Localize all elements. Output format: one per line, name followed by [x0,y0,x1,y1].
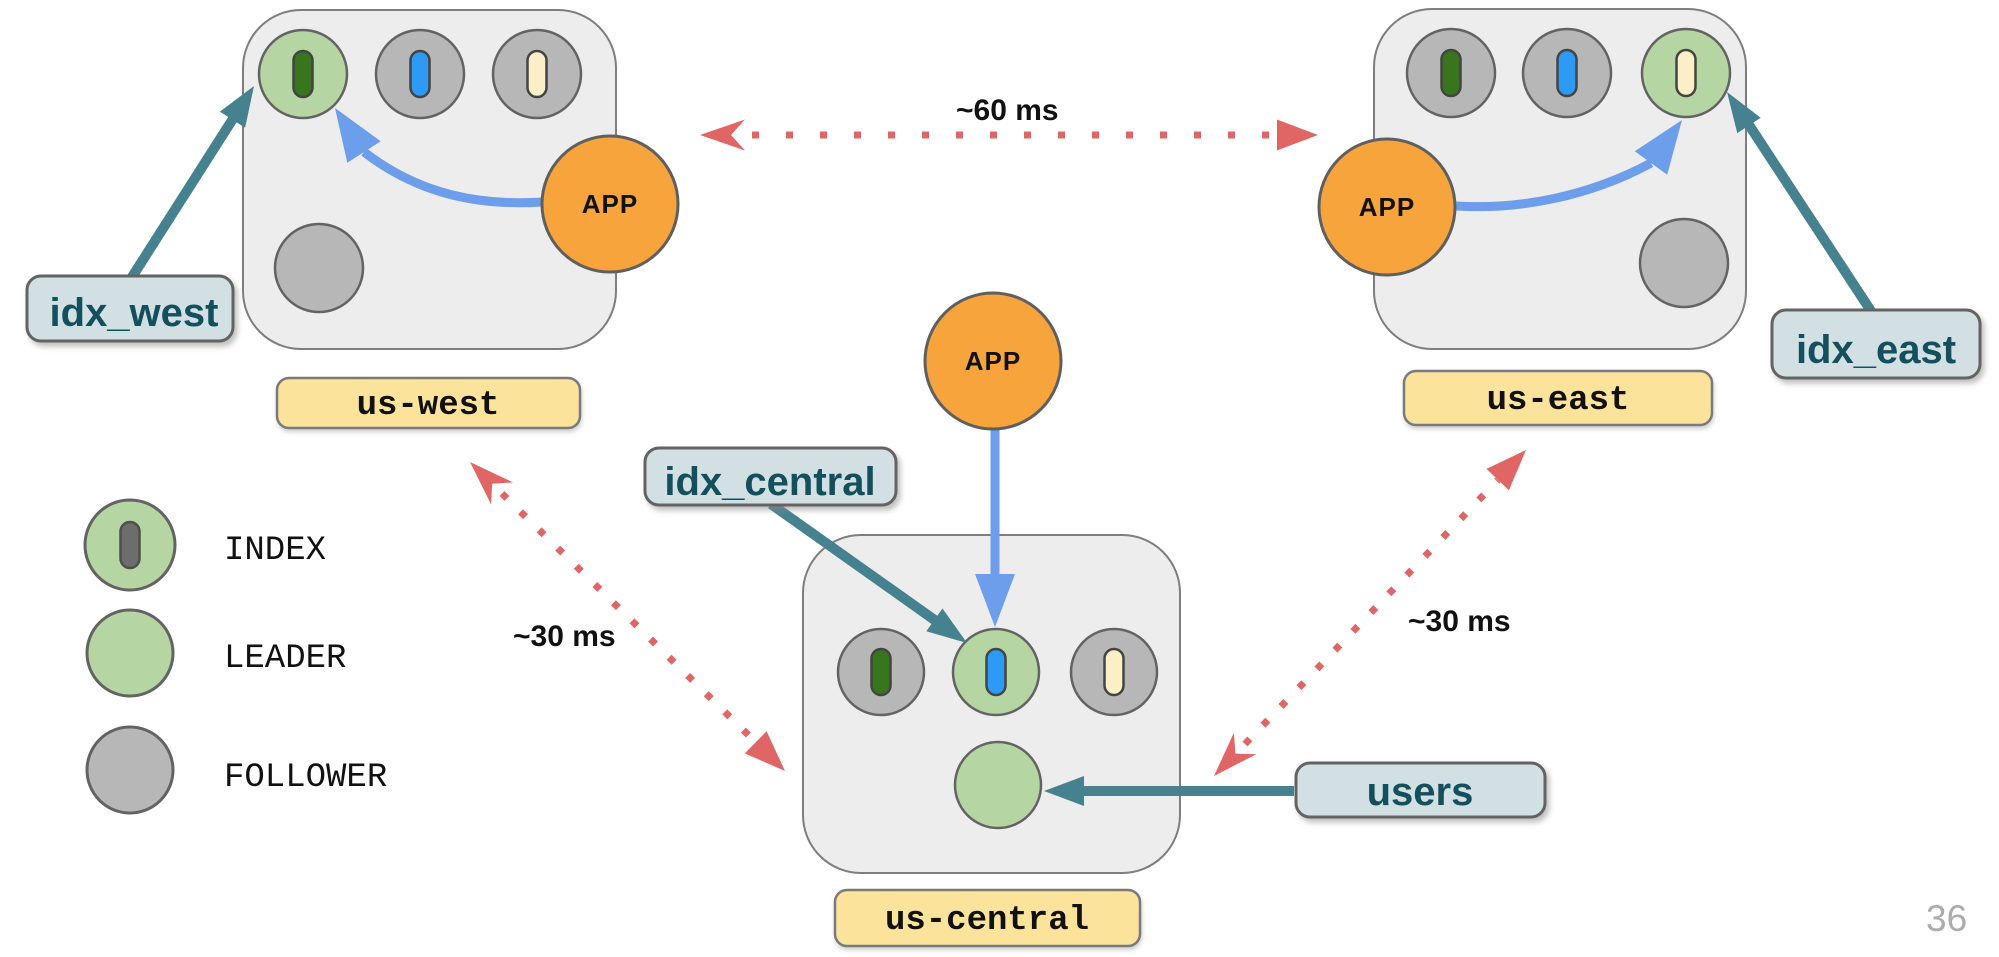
svg-text:36: 36 [1926,898,1967,939]
svg-text:users: users [1367,770,1474,814]
svg-text:APP: APP [965,346,1021,376]
svg-text:idx_east: idx_east [1796,328,1956,372]
svg-text:~60 ms: ~60 ms [956,94,1059,127]
svg-text:INDEX: INDEX [224,532,326,570]
svg-text:~30 ms: ~30 ms [513,620,616,653]
svg-text:~30 ms: ~30 ms [1408,605,1511,638]
svg-text:APP: APP [582,189,638,219]
svg-text:us-central: us-central [885,902,1089,940]
svg-text:LEADER: LEADER [224,640,346,678]
svg-text:us-west: us-west [357,387,500,425]
svg-text:idx_central: idx_central [664,460,875,504]
svg-text:FOLLOWER: FOLLOWER [224,759,387,797]
svg-text:APP: APP [1359,192,1415,222]
svg-text:us-east: us-east [1487,382,1630,420]
svg-text:idx_west: idx_west [50,291,219,335]
